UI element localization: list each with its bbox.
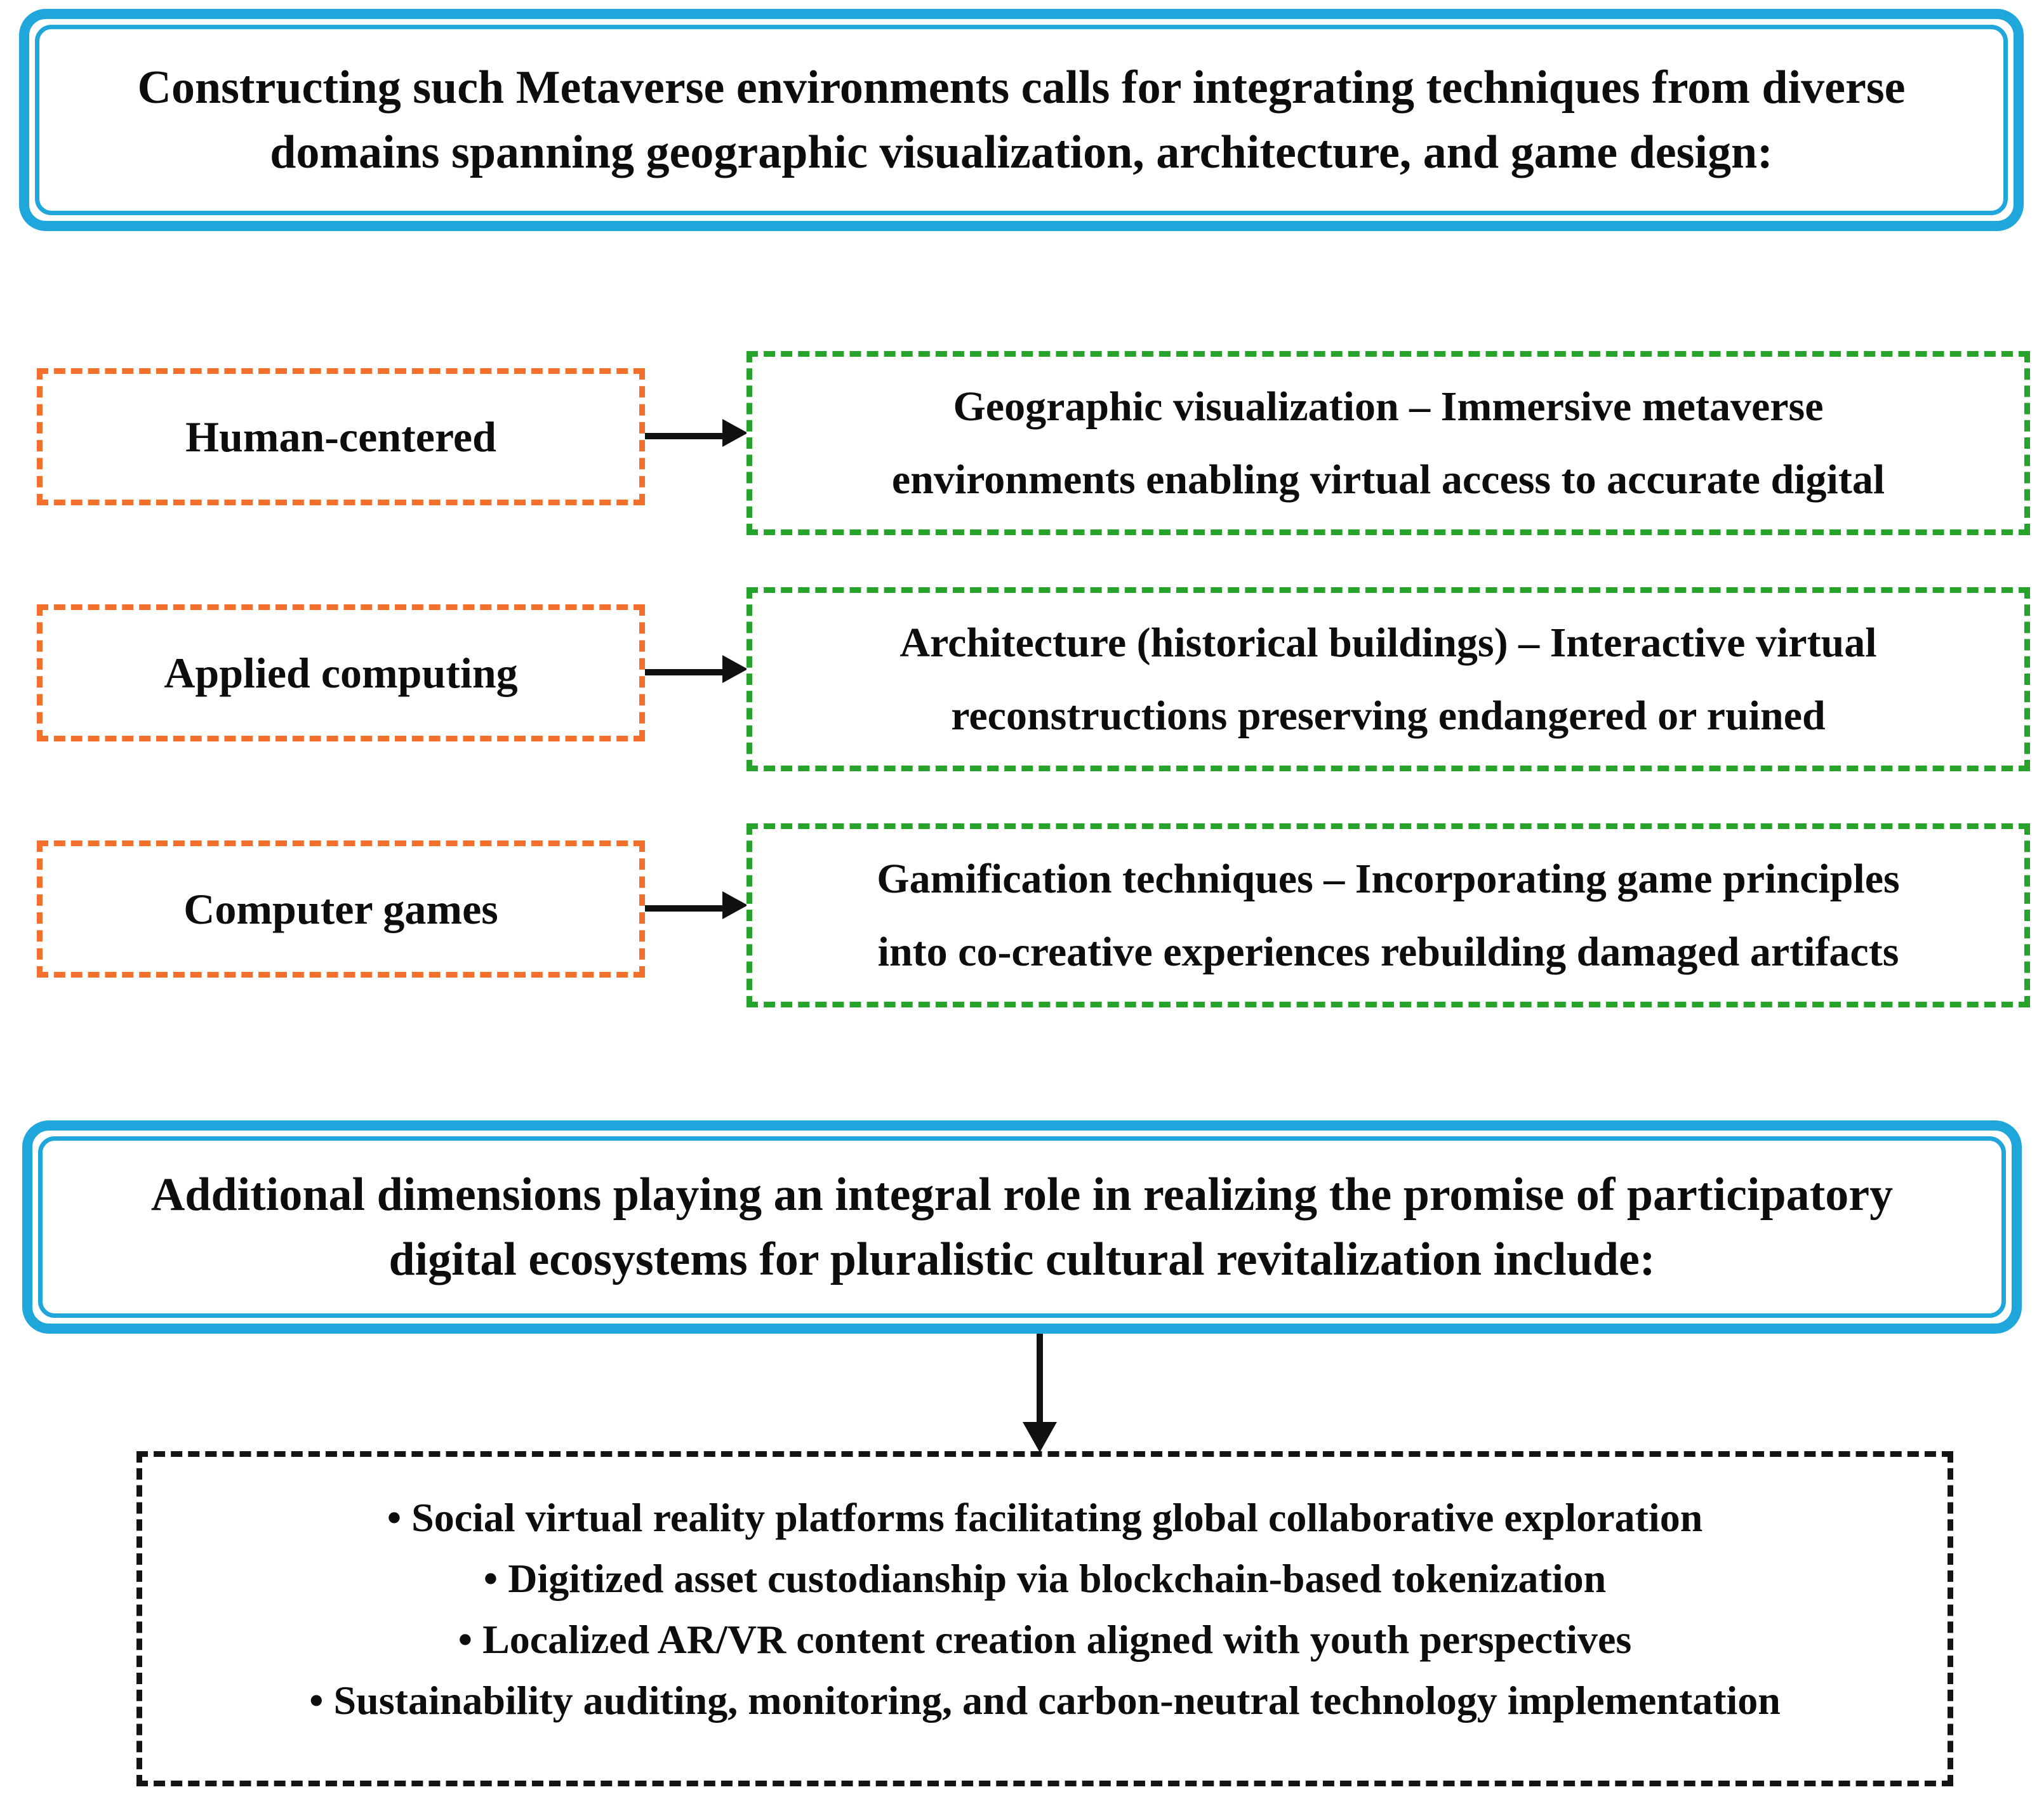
source-box-human-centered: Human-centered: [37, 368, 645, 505]
dimension-item: • Localized AR/VR content creation align…: [458, 1617, 1632, 1662]
target-box-geographic-line1: Geographic visualization – Immersive met…: [953, 383, 1824, 430]
additional-dimensions-box: • Social virtual reality platforms facil…: [136, 1451, 1953, 1786]
top-banner-line2: domains spanning geographic visualizatio…: [270, 126, 1773, 178]
arrow-right-icon: [645, 669, 725, 675]
bottom-banner-text: Additional dimensions playing an integra…: [38, 1136, 2006, 1318]
dimension-item: • Digitized asset custodianship via bloc…: [483, 1556, 1607, 1601]
dimension-item: • Social virtual reality platforms facil…: [387, 1495, 1703, 1540]
arrow-right-icon: [645, 433, 725, 439]
arrow-right-head-icon: [722, 419, 748, 447]
target-box-gamification-line1: Gamification techniques – Incorporating …: [877, 855, 1900, 902]
bottom-banner: Additional dimensions playing an integra…: [22, 1120, 2022, 1334]
target-box-architecture-line2: reconstructions preserving endangered or…: [951, 693, 1826, 739]
top-banner-line1: Constructing such Metaverse environments…: [137, 61, 1906, 114]
source-box-applied-computing: Applied computing: [37, 604, 645, 741]
target-box-gamification-line2: into co-creative experiences rebuilding …: [877, 929, 1899, 975]
arrow-right-icon: [645, 905, 725, 912]
arrow-down-head-icon: [1023, 1422, 1057, 1452]
bottom-banner-line2: digital ecosystems for pluralistic cultu…: [388, 1233, 1656, 1285]
arrow-right-head-icon: [722, 891, 748, 919]
source-box-applied-computing-label: Applied computing: [164, 648, 518, 697]
top-banner: Constructing such Metaverse environments…: [19, 9, 2024, 231]
target-box-geographic-visualization: Geographic visualization – Immersive met…: [747, 351, 2030, 535]
target-box-architecture-line1: Architecture (historical buildings) – In…: [899, 619, 1877, 666]
target-box-architecture: Architecture (historical buildings) – In…: [747, 587, 2030, 771]
source-box-computer-games-label: Computer games: [183, 884, 498, 933]
source-box-computer-games: Computer games: [37, 840, 645, 978]
bottom-banner-line1: Additional dimensions playing an integra…: [150, 1168, 1894, 1221]
top-banner-text: Constructing such Metaverse environments…: [35, 25, 2008, 215]
target-box-geographic-line2: environments enabling virtual access to …: [891, 456, 1885, 503]
arrow-down-icon: [1037, 1334, 1043, 1424]
source-box-human-centered-label: Human-centered: [185, 412, 496, 461]
arrow-right-head-icon: [722, 655, 748, 683]
dimension-item: • Sustainability auditing, monitoring, a…: [309, 1678, 1781, 1723]
target-box-gamification: Gamification techniques – Incorporating …: [747, 823, 2030, 1007]
